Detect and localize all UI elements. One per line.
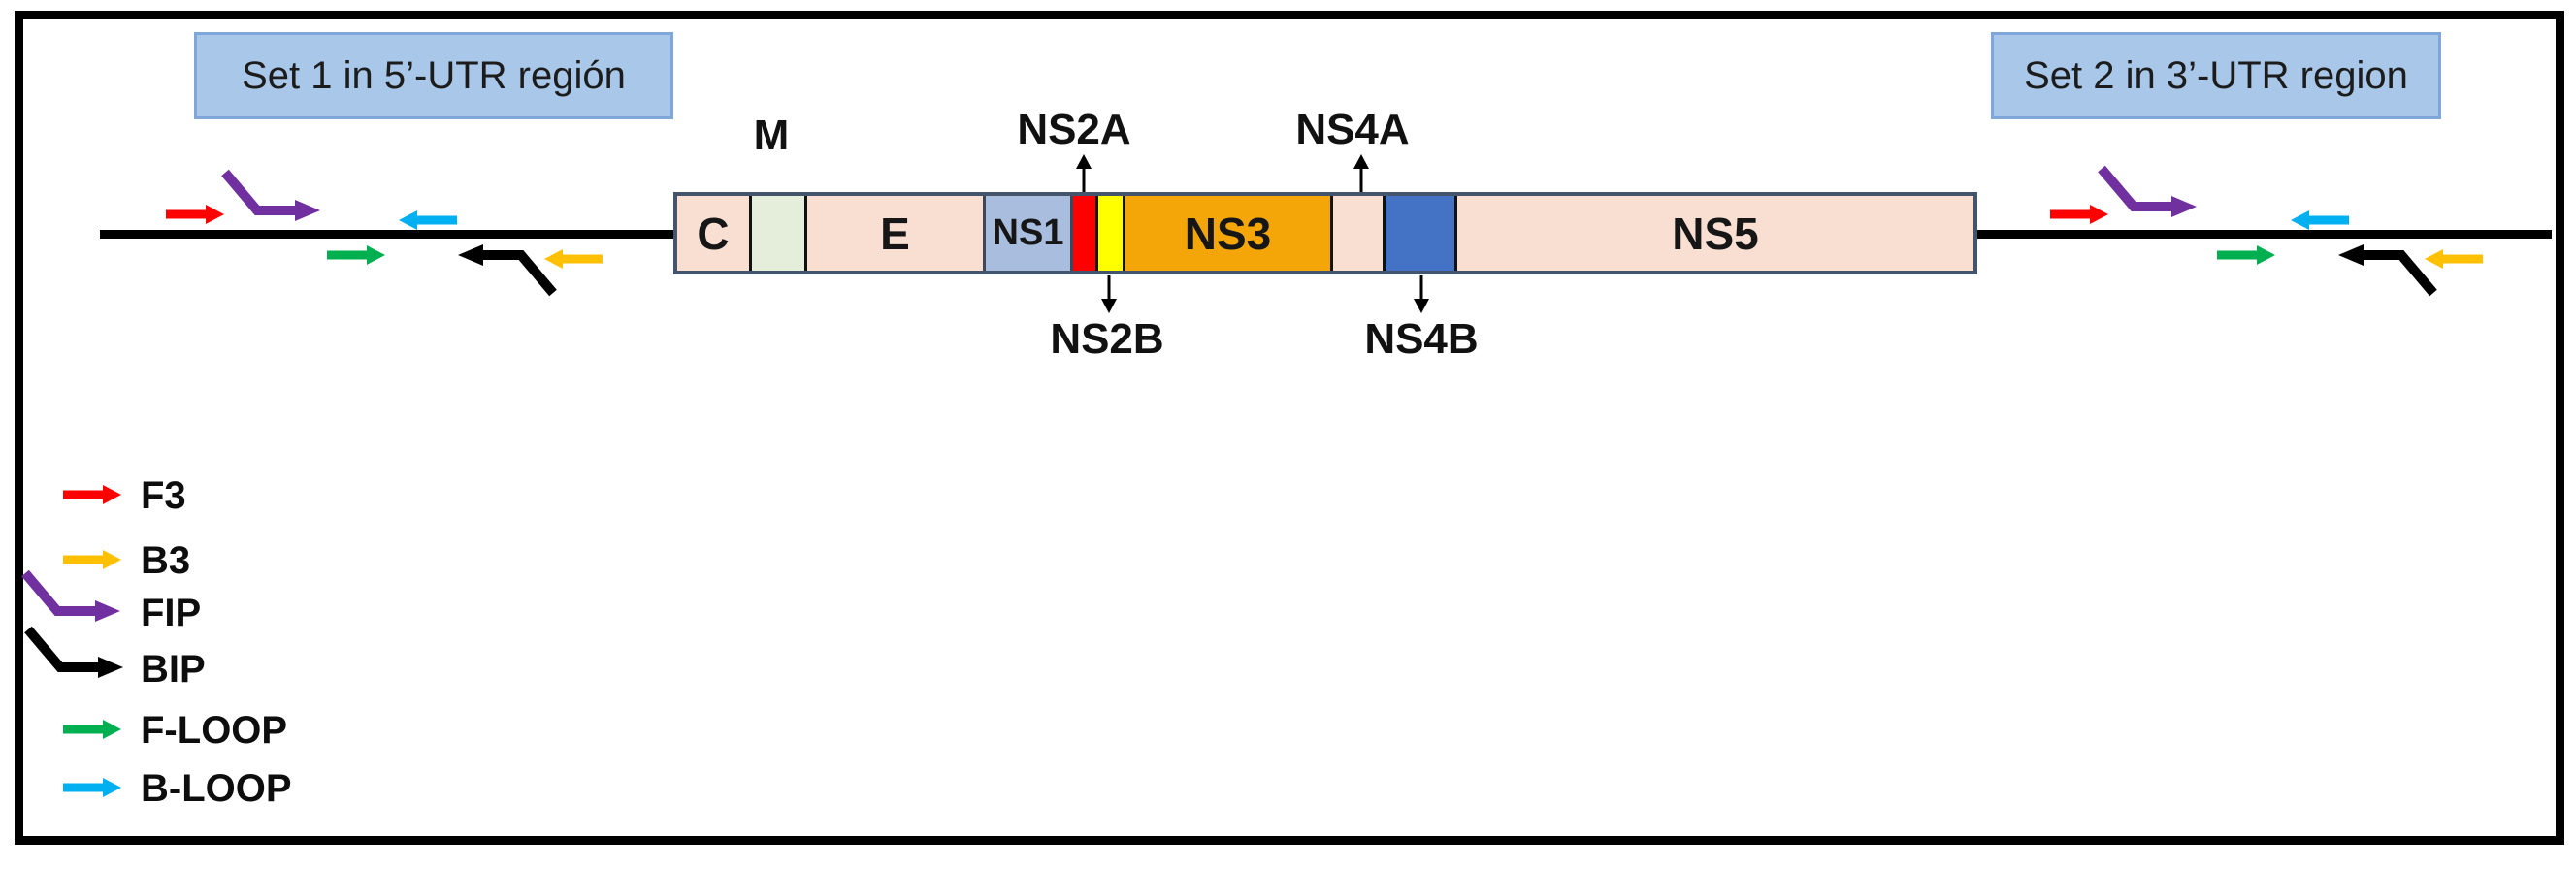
- legend-f3-arrow-icon: [63, 485, 121, 504]
- legend-fip-arrow-icon: [21, 569, 120, 622]
- set2-bip-arrow-icon: [2338, 244, 2437, 297]
- legend-f-loop-label: F-LOOP: [141, 708, 288, 752]
- figure-frame: [15, 11, 2564, 845]
- ns2a-callout-label: NS2A: [1017, 106, 1131, 153]
- segment-e: E: [807, 196, 983, 271]
- segment-c-label: C: [697, 208, 730, 259]
- segment-ns1: NS1: [983, 196, 1073, 271]
- segment-ns4a: [1333, 196, 1386, 271]
- legend-b3-label: B3: [141, 538, 191, 582]
- set2-b3-arrow-icon: [2425, 249, 2483, 269]
- set2-region-label: Set 2 in 3’-UTR region: [1991, 32, 2441, 119]
- ns2a-up-arrow-icon: [1076, 154, 1092, 192]
- segment-ns3-label: NS3: [1184, 208, 1272, 259]
- set2-fip-arrow-icon: [2098, 165, 2197, 217]
- set1-region-label-text: Set 1 in 5’-UTR región: [242, 53, 626, 97]
- set2-f3-arrow-icon: [2050, 205, 2108, 224]
- set2-f-loop-arrow-icon: [2217, 245, 2275, 265]
- ns4a-up-arrow-icon: [1353, 154, 1369, 192]
- segment-ns2a: [1073, 196, 1095, 271]
- ns2b-callout-label: NS2B: [1050, 315, 1164, 363]
- legend-f-loop-arrow-icon: [63, 720, 121, 739]
- legend-b3-arrow-icon: [63, 550, 121, 569]
- legend-b-loop-label: B-LOOP: [141, 766, 292, 810]
- ns2b-down-arrow-icon: [1101, 275, 1117, 313]
- legend-fip-label: FIP: [141, 591, 202, 634]
- set1-fip-arrow-icon: [221, 169, 320, 221]
- set1-region-label: Set 1 in 5’-UTR región: [194, 32, 673, 119]
- set2-b-loop-arrow-icon: [2291, 210, 2349, 230]
- segment-ns4b: [1386, 196, 1457, 271]
- segment-ns2b: [1095, 196, 1123, 271]
- legend-f3-label: F3: [141, 473, 186, 517]
- ns4b-callout-label: NS4B: [1364, 315, 1479, 363]
- segment-ns1-label: NS1: [992, 212, 1064, 253]
- m-callout-label: M: [753, 112, 790, 159]
- segment-e-label: E: [880, 208, 910, 259]
- segment-ns5-label: NS5: [1672, 208, 1759, 259]
- set2-region-label-text: Set 2 in 3’-UTR region: [2024, 53, 2408, 97]
- segment-ns3: NS3: [1123, 196, 1333, 271]
- segment-c: C: [677, 196, 749, 271]
- ns4a-callout-label: NS4A: [1295, 106, 1410, 153]
- set1-f3-arrow-icon: [166, 205, 224, 224]
- legend-bip-label: BIP: [141, 647, 206, 691]
- genome-bar: C E NS1 NS3 NS5: [673, 192, 1977, 274]
- set1-bip-arrow-icon: [458, 244, 557, 297]
- legend-b-loop-arrow-icon: [63, 778, 121, 797]
- segment-ns5: NS5: [1457, 196, 1973, 271]
- set1-b3-arrow-icon: [544, 249, 603, 269]
- set1-f-loop-arrow-icon: [327, 245, 385, 265]
- ns4b-down-arrow-icon: [1414, 275, 1429, 313]
- set1-b-loop-arrow-icon: [399, 210, 457, 230]
- legend-bip-arrow-icon: [24, 626, 123, 678]
- segment-m: [749, 196, 807, 271]
